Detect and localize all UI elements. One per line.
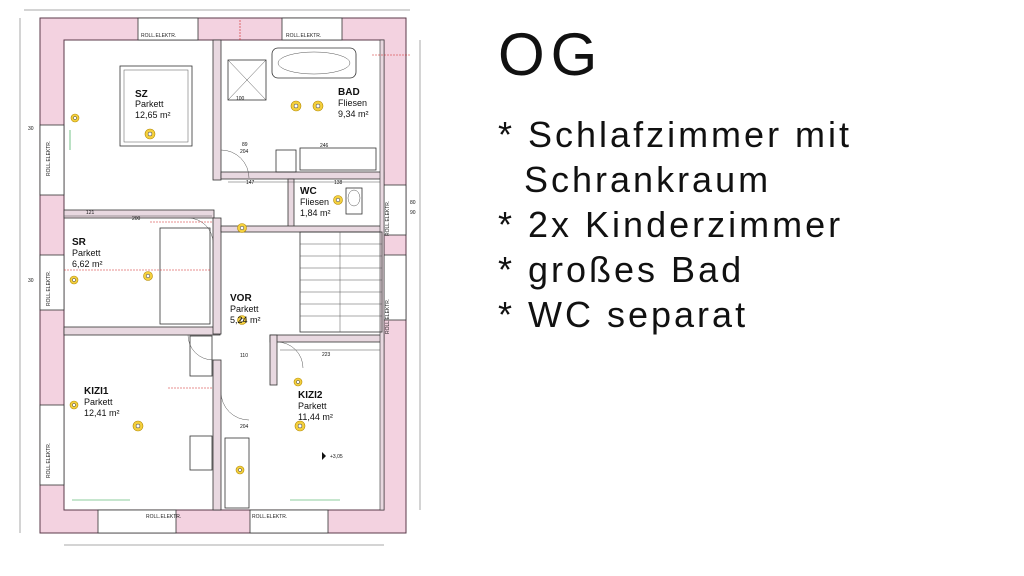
label-roll-left-2: ROLL.ELEKTR.: [46, 271, 52, 306]
dim-100: 100: [236, 96, 245, 102]
floor-heading: OG: [498, 21, 604, 88]
lamp-vor-2: [237, 315, 247, 325]
lamp-corridor: [235, 465, 245, 475]
label-roll-right-2: ROLL.ELEKTR.: [385, 299, 391, 334]
room-bad-area: 9,34 m²: [338, 109, 369, 119]
dim-204a: 204: [240, 149, 249, 155]
feature-item: * großes Bad: [498, 249, 745, 290]
room-kizi1-area: 12,41 m²: [84, 408, 120, 418]
lamp-sz-1: [144, 128, 156, 140]
dim-89: 89: [242, 142, 248, 148]
dim-30a: 30: [28, 126, 34, 132]
lamp-sr-1: [143, 271, 153, 281]
level-mark: +3,05: [330, 454, 343, 460]
dim-200: 200: [132, 216, 141, 222]
room-kizi2-floor: Parkett: [298, 401, 327, 411]
label-roll-top-left: ROLL.ELEKTR.: [141, 33, 176, 39]
lamp-kizi2-2: [293, 377, 303, 387]
label-roll-left-3: ROLL.ELEKTR.: [46, 443, 52, 478]
dim-147: 147: [246, 180, 255, 186]
ceiling-lamps: [69, 100, 343, 475]
room-wc-name: WC: [300, 186, 317, 197]
dim-204b: 204: [240, 424, 249, 430]
feature-item: * WC separat: [498, 294, 749, 335]
room-kizi1-floor: Parkett: [84, 397, 113, 407]
fixtures: [119, 47, 383, 509]
exterior-walls: [39, 17, 407, 534]
room-vor-floor: Parkett: [230, 304, 259, 314]
interior-walls: [63, 39, 385, 511]
room-wc-floor: Fliesen: [300, 197, 329, 207]
room-wc-area: 1,84 m²: [300, 208, 331, 218]
room-sr-name: SR: [72, 237, 87, 248]
room-vor-area: 5,24 m²: [230, 315, 261, 325]
room-sz-floor: Parkett: [135, 99, 164, 109]
dim-90: 90: [410, 210, 416, 216]
lamp-wc: [333, 195, 343, 205]
lamp-bad-1: [290, 100, 302, 112]
feature-item: * 2x Kinderzimmer: [498, 204, 844, 245]
wiring: [64, 20, 410, 501]
dim-110: 110: [240, 353, 248, 359]
room-labels: SZ Parkett 12,65 m² BAD Fliesen 9,34 m² …: [72, 87, 369, 422]
room-kizi1-name: KIZI1: [84, 386, 109, 397]
dim-138: 138: [334, 180, 343, 186]
lamp-bad-2: [312, 100, 324, 112]
lamp-kizi1-1: [132, 420, 144, 432]
room-kizi2-name: KIZI2: [298, 390, 323, 401]
dim-223: 223: [322, 352, 331, 358]
feature-list: * Schlafzimmer mit Schrankraum * 2x Kind…: [498, 112, 1008, 337]
label-roll-bottom-left: ROLL.ELEKTR.: [146, 514, 181, 520]
room-bad-name: BAD: [338, 87, 360, 98]
label-roll-right-1: ROLL.ELEKTR.: [385, 201, 391, 236]
summary-panel: OG * Schlafzimmer mit Schrankraum * 2x K…: [498, 20, 1008, 337]
lamp-sr-2: [69, 275, 79, 285]
lamp-vor-1: [237, 223, 247, 233]
staircase: [299, 231, 383, 333]
annotations: ROLL.ELEKTR. ROLL.ELEKTR. ROLL.ELEKTR. R…: [19, 9, 421, 546]
room-sr-floor: Parkett: [72, 248, 101, 258]
floor-plan: SZ Parkett 12,65 m² BAD Fliesen 9,34 m² …: [19, 9, 421, 546]
label-roll-left-1: ROLL.ELEKTR.: [46, 141, 52, 176]
level-arrow-icon: [322, 452, 326, 460]
room-bad-floor: Fliesen: [338, 98, 367, 108]
room-sz-name: SZ: [135, 89, 148, 100]
dim-246: 246: [320, 143, 329, 149]
lamp-kizi2-1: [294, 420, 306, 432]
feature-item: * Schlafzimmer mit: [498, 114, 853, 155]
lamp-kizi1-2: [69, 400, 79, 410]
label-roll-bottom-right: ROLL.ELEKTR.: [252, 514, 287, 520]
room-kizi2-area: 11,44 m²: [298, 412, 333, 422]
room-vor-name: VOR: [230, 293, 252, 304]
dim-80: 80: [410, 200, 416, 206]
dim-30b: 30: [28, 278, 34, 284]
lamp-sz-2: [70, 113, 80, 123]
dim-121: 121: [86, 210, 95, 216]
label-roll-top-right: ROLL.ELEKTR.: [286, 33, 321, 39]
feature-item: Schrankraum: [498, 159, 772, 200]
room-sr-area: 6,62 m²: [72, 259, 103, 269]
room-sz-area: 12,65 m²: [135, 110, 171, 120]
